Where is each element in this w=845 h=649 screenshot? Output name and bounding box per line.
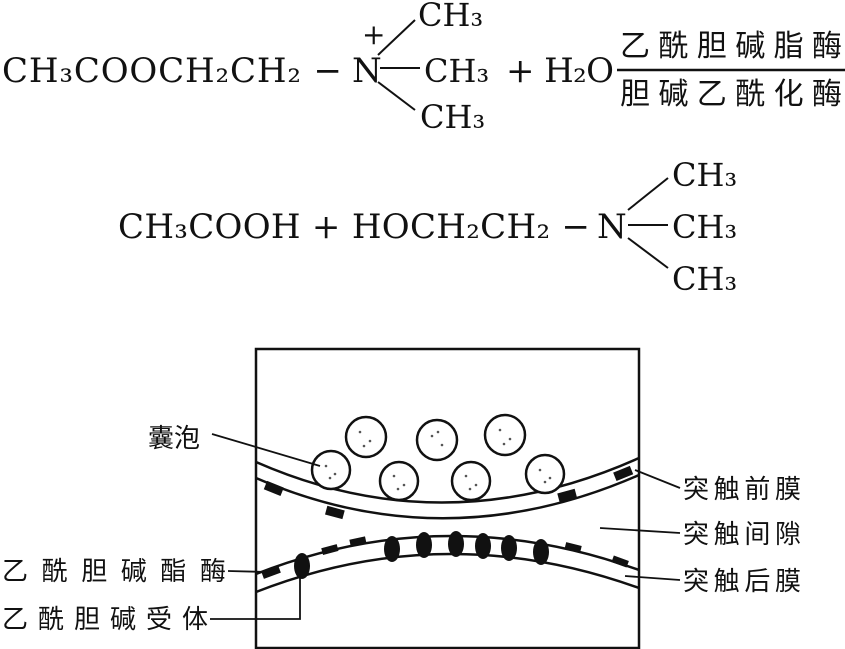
vesicle (310, 449, 352, 491)
bond-line (377, 81, 416, 111)
diagram-frame (254, 347, 641, 649)
nitrogen-atom: N (352, 51, 382, 91)
leader-lines (210, 433, 681, 620)
receptor (475, 533, 491, 559)
reactant-chain: CH₃COOCH₂CH₂ − (2, 51, 342, 91)
membrane-protein (557, 488, 577, 503)
bond-line (377, 19, 416, 56)
bond-line (627, 177, 669, 211)
enzyme-forward: 乙酰胆碱脂酶 (620, 29, 842, 64)
label-acetylcholinesterase: 乙酰胆碱酯酶 (2, 557, 226, 587)
methyl-bottom: CH₃ (420, 98, 485, 136)
plus-water: + H₂O (506, 51, 614, 91)
acetylcholinesterase-mark (349, 536, 367, 547)
vesicle-contents (324, 428, 552, 491)
vesicle (524, 453, 566, 495)
label-acetylcholine-receptor: 乙酰胆碱受体 (2, 605, 208, 635)
acetylcholinesterase-mark (611, 555, 629, 568)
reaction-equation: CH₃COOCH₂CH₂ − N + CH₃ CH₃ CH₃ + H₂O 乙酰胆… (2, 0, 845, 298)
vesicles (310, 413, 566, 502)
membrane-protein (613, 465, 634, 482)
product-chain: CH₃COOH + HOCH₂CH₂ − (118, 207, 590, 247)
receptor (448, 531, 464, 557)
methyl-middle: CH₃ (424, 52, 489, 90)
receptor (533, 539, 549, 565)
vesicle (378, 460, 420, 502)
synapse-diagram: 囊泡 突触前膜 突触间隙 突触后膜 乙酰胆碱酯酶 乙酰胆碱受体 (2, 347, 801, 649)
presynaptic-membrane-outer (255, 456, 640, 504)
bond-line (627, 237, 669, 269)
vesicle (344, 415, 388, 459)
label-presynaptic-membrane: 突触前膜 (683, 475, 801, 505)
acetylcholine-receptors (294, 531, 549, 579)
methyl-middle-product: CH₃ (672, 208, 737, 246)
methyl-bottom-product: CH₃ (672, 260, 737, 298)
vesicle (450, 460, 492, 502)
postsynaptic-membrane-inner (255, 552, 640, 594)
label-synaptic-cleft: 突触间隙 (683, 520, 801, 550)
acetylcholinesterase-mark (321, 544, 339, 555)
positive-charge: + (362, 18, 385, 51)
methyl-top: CH₃ (418, 0, 483, 34)
receptor (294, 553, 310, 579)
presynaptic-proteins (263, 465, 634, 520)
label-vesicle: 囊泡 (148, 424, 200, 454)
acetylcholinesterase-marks (261, 536, 629, 579)
membrane-protein (325, 505, 345, 520)
vesicle (415, 418, 459, 462)
receptor (501, 535, 517, 561)
receptor (384, 536, 400, 562)
presynaptic-membrane-inner (255, 473, 640, 520)
acetylcholinesterase-mark (564, 542, 582, 553)
nitrogen-atom-product: N (597, 207, 627, 247)
membrane-protein (263, 480, 284, 497)
vesicle (483, 413, 527, 457)
methyl-top-product: CH₃ (672, 156, 737, 194)
receptor (416, 532, 432, 558)
label-postsynaptic-membrane: 突触后膜 (683, 567, 801, 597)
enzyme-reverse: 胆碱乙酰化酶 (620, 77, 842, 112)
acetylcholinesterase-mark (261, 565, 281, 579)
